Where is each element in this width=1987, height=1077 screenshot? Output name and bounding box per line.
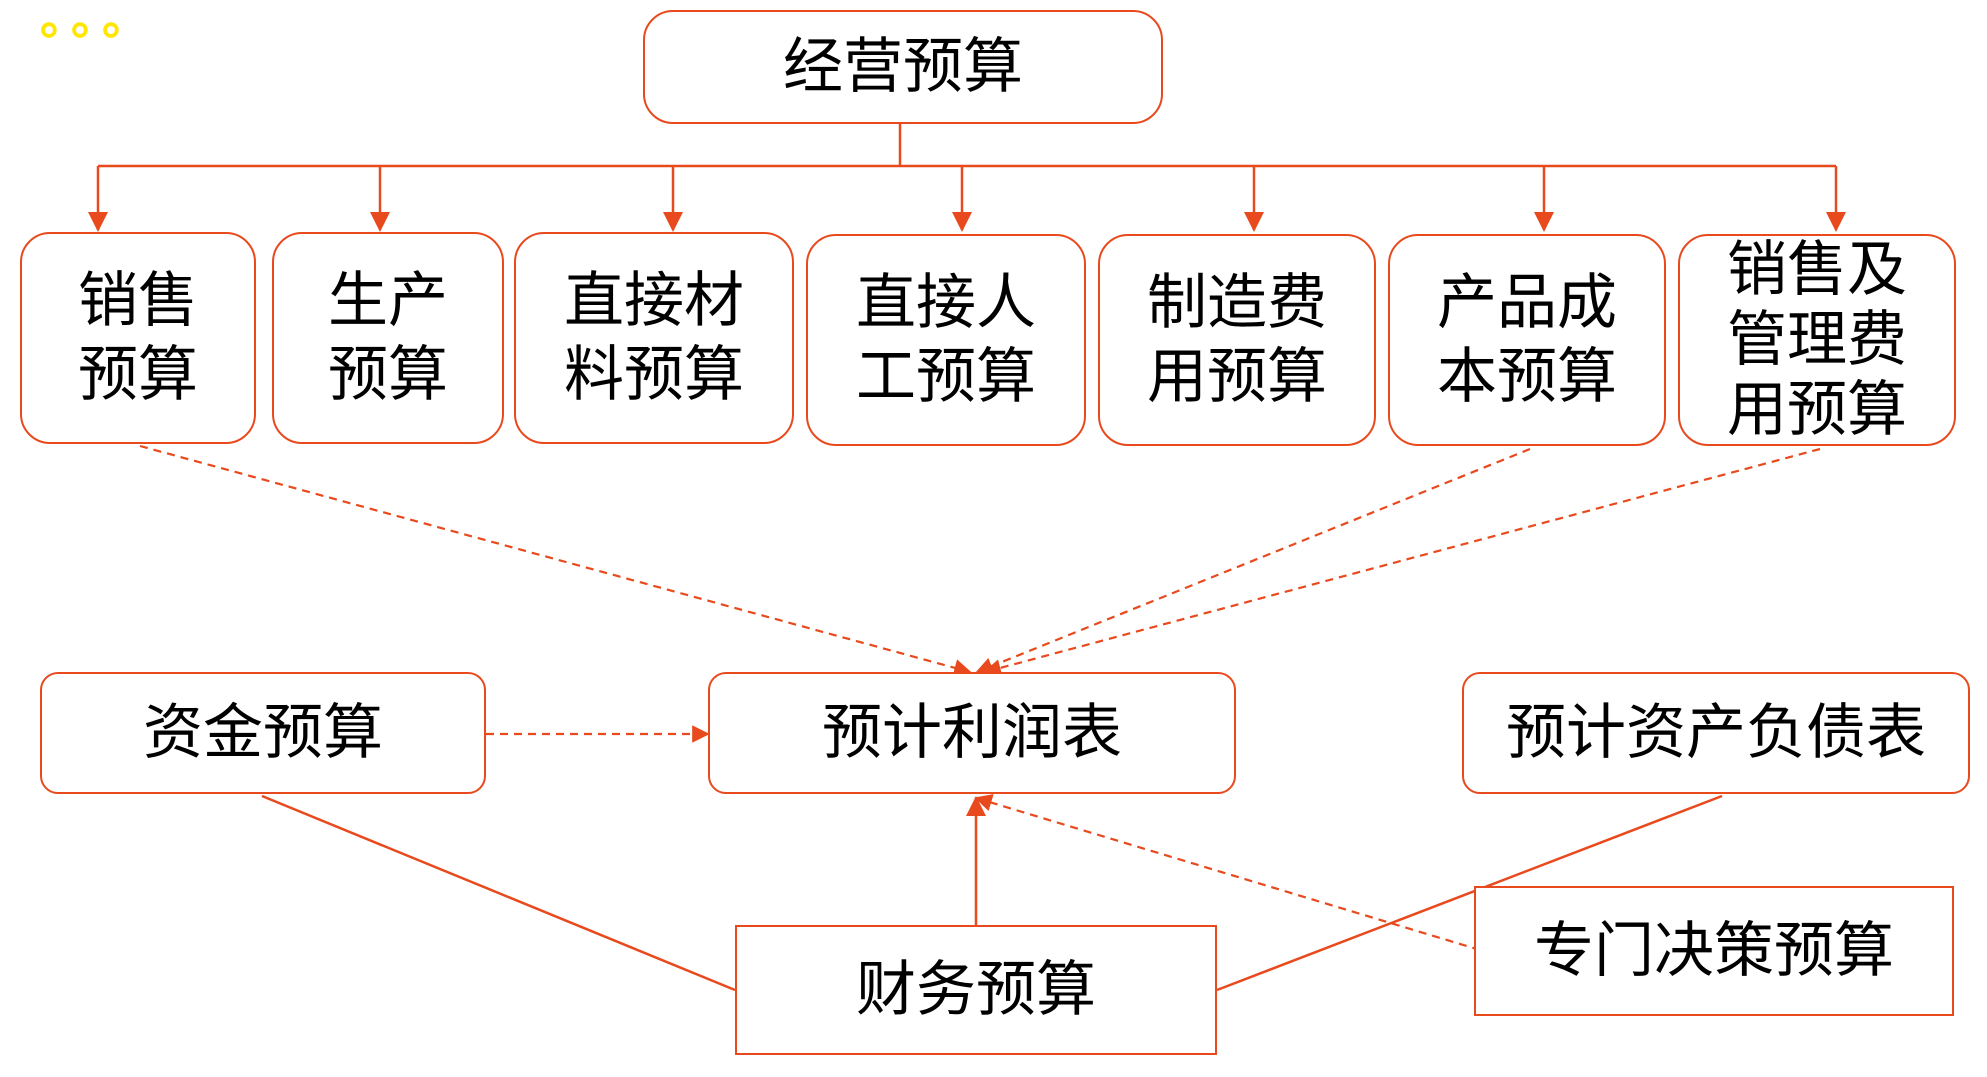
node-selling-admin-budget-label: 销售及 管理费 用预算 <box>1727 235 1907 445</box>
node-sales-budget: 销售 预算 <box>20 232 256 444</box>
node-manufacturing-overhead-budget: 制造费 用预算 <box>1098 234 1376 446</box>
line-cash-to-financial <box>261 794 736 992</box>
node-sales-budget-label: 销售 预算 <box>78 266 198 410</box>
node-manufacturing-overhead-budget-label: 制造费 用预算 <box>1147 268 1327 412</box>
dashed-arrow-cost-to-income <box>975 447 1531 675</box>
node-cash-budget: 资金预算 <box>40 672 486 794</box>
node-selling-admin-budget: 销售及 管理费 用预算 <box>1678 234 1956 446</box>
node-product-cost-budget-label: 产品成 本预算 <box>1437 268 1617 412</box>
node-operating-budget: 经营预算 <box>643 10 1163 124</box>
line-balance-to-financial <box>1216 794 1723 992</box>
node-product-cost-budget: 产品成 本预算 <box>1388 234 1666 446</box>
node-direct-labor-budget: 直接人 工预算 <box>806 234 1086 446</box>
node-special-decision-budget: 专门决策预算 <box>1474 886 1954 1016</box>
node-projected-balance-sheet: 预计资产负债表 <box>1462 672 1970 794</box>
node-financial-budget: 财务预算 <box>735 925 1217 1055</box>
dashed-arrow-admin-to-income <box>983 447 1821 677</box>
node-financial-budget-label: 财务预算 <box>856 955 1096 1025</box>
node-direct-material-budget-label: 直接材 料预算 <box>564 266 744 410</box>
node-direct-material-budget: 直接材 料预算 <box>514 232 794 444</box>
corner-marker: 。。。 <box>40 0 156 45</box>
node-special-decision-budget-label: 专门决策预算 <box>1534 916 1894 986</box>
node-projected-balance-sheet-label: 预计资产负债表 <box>1506 698 1926 768</box>
node-operating-budget-label: 经营预算 <box>783 32 1023 102</box>
node-projected-income-statement: 预计利润表 <box>708 672 1236 794</box>
node-direct-labor-budget-label: 直接人 工预算 <box>856 268 1036 412</box>
node-cash-budget-label: 资金预算 <box>143 698 383 768</box>
node-production-budget: 生产 预算 <box>272 232 504 444</box>
node-production-budget-label: 生产 预算 <box>328 266 448 410</box>
node-projected-income-statement-label: 预计利润表 <box>822 698 1122 768</box>
dashed-arrow-sales-to-income <box>139 444 972 677</box>
dashed-arrow-decision-to-income <box>974 794 1481 952</box>
